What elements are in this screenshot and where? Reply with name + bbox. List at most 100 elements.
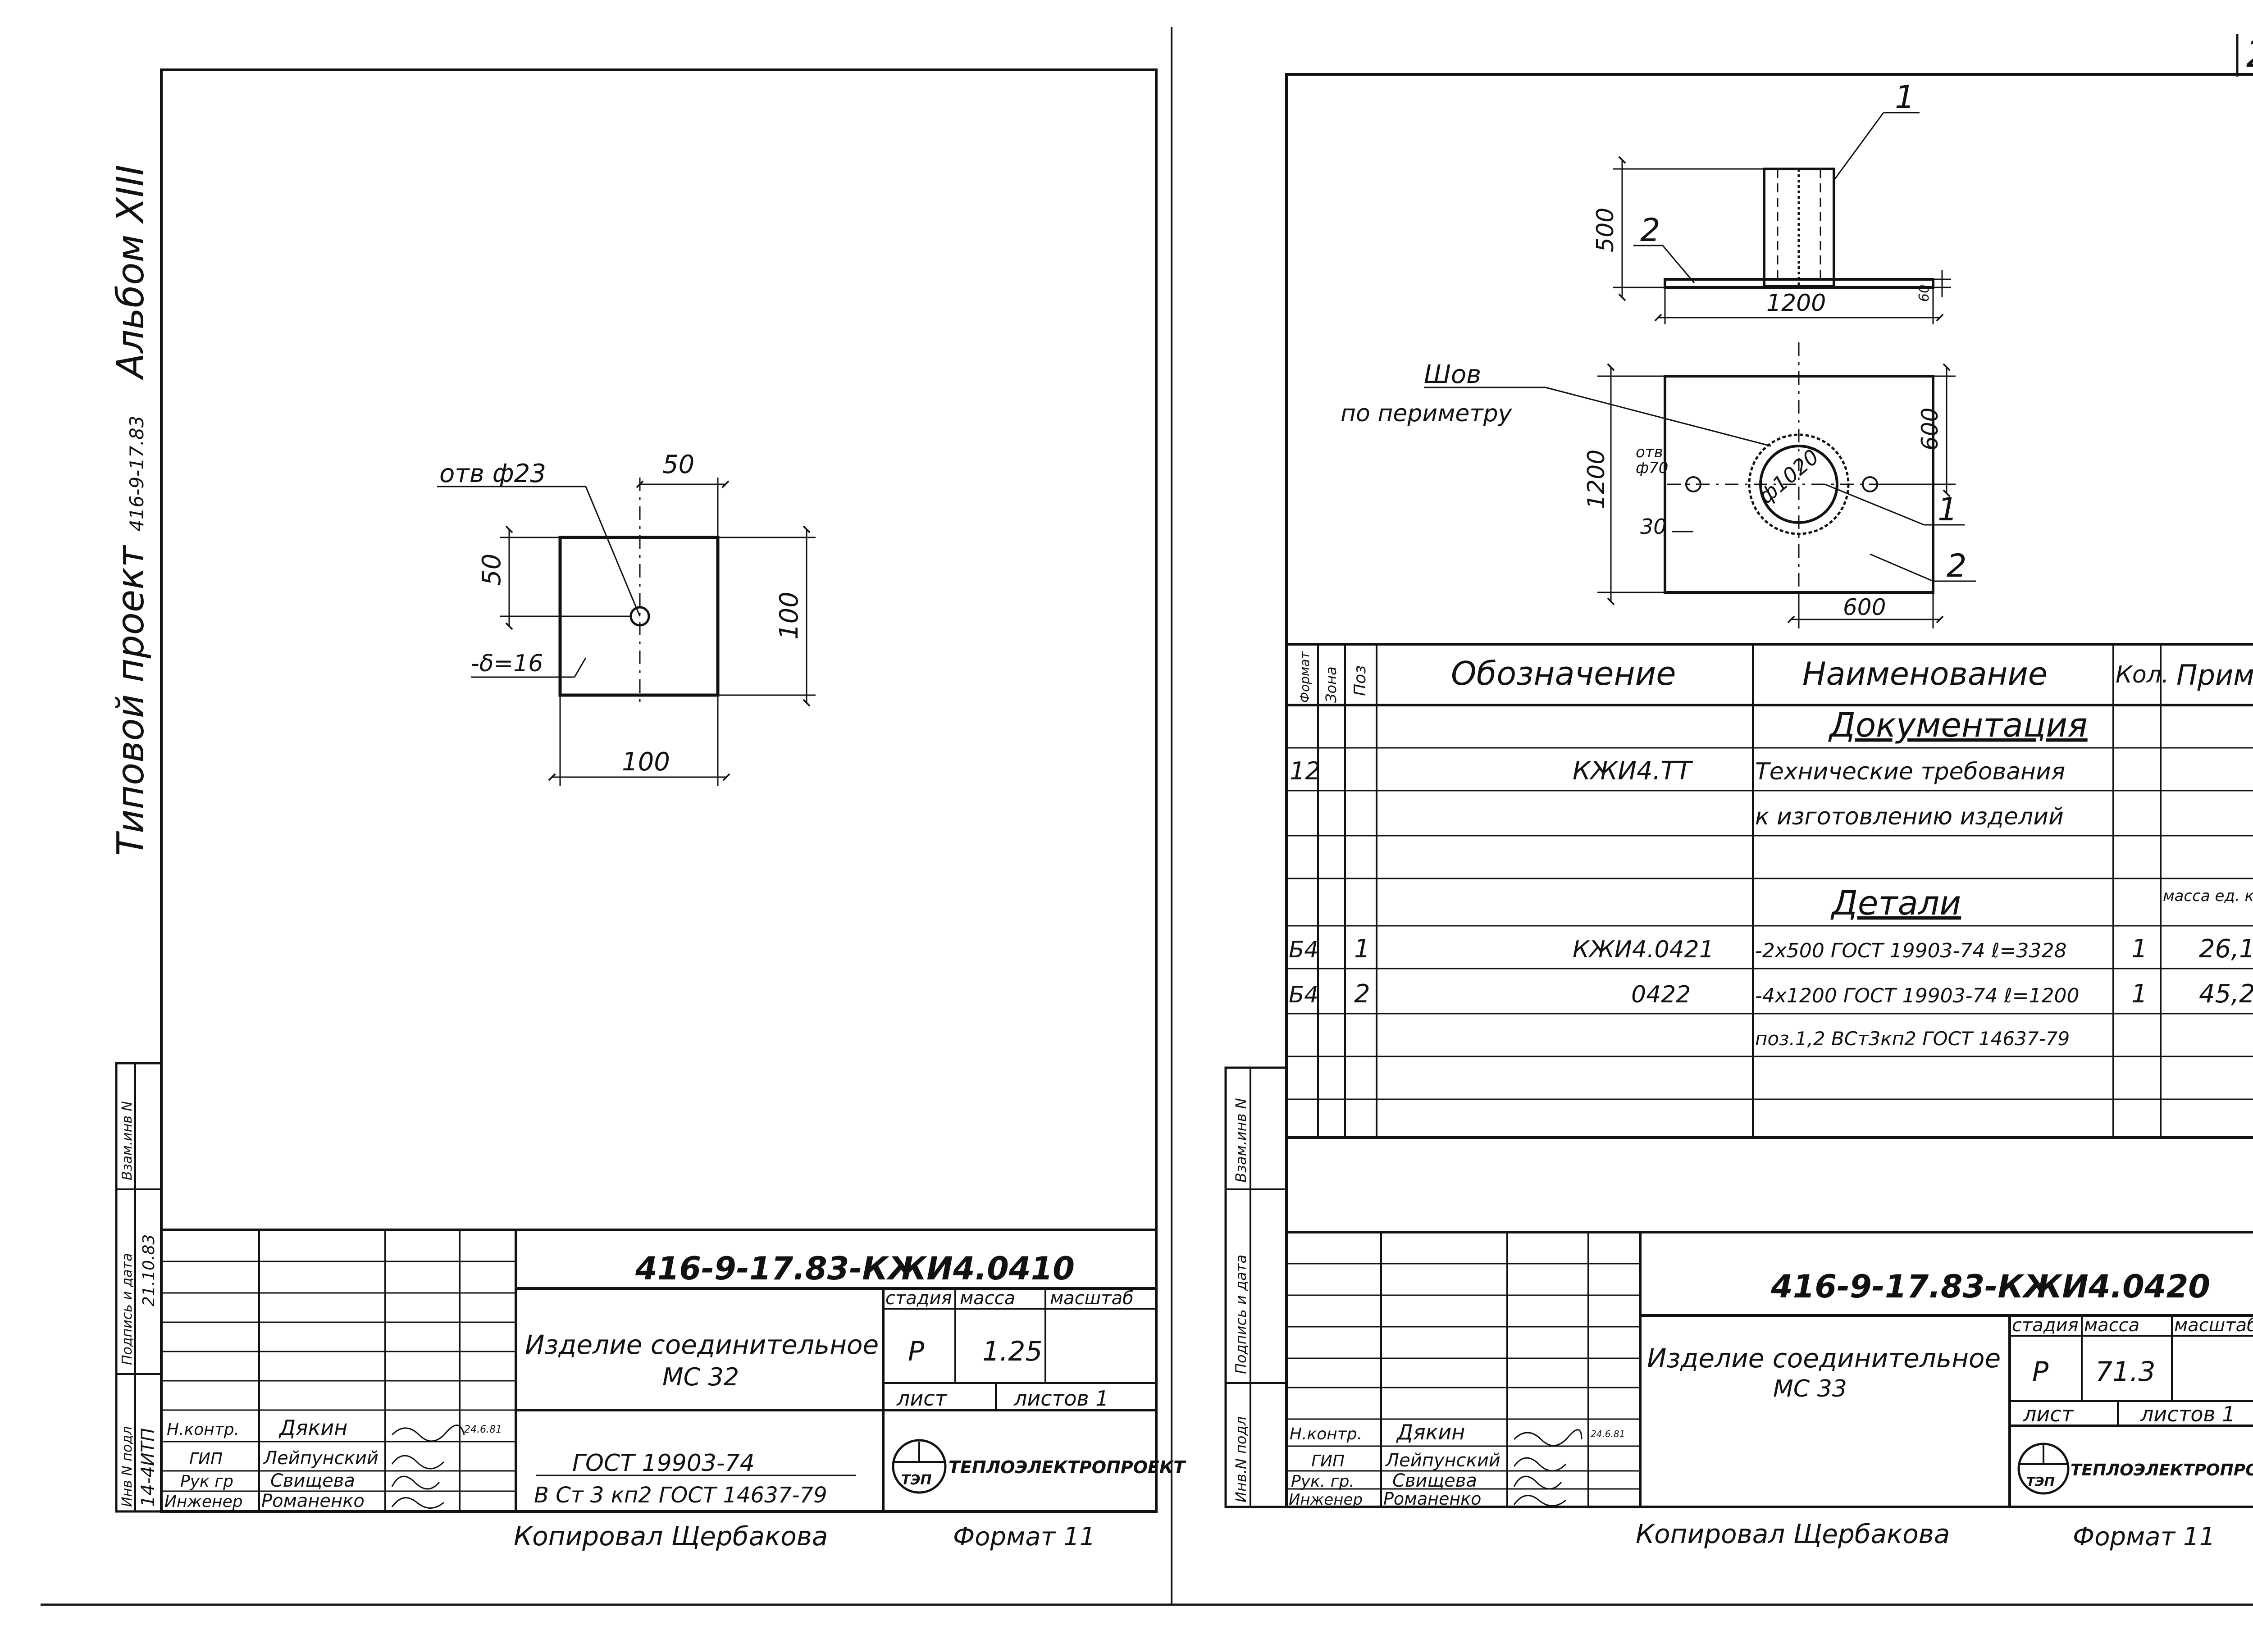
spec-col-format: Формат xyxy=(1297,651,1312,703)
right-plan-callout-2: 2 xyxy=(1947,547,1967,584)
right-sig-name-1: Лейпунский xyxy=(1385,1450,1500,1471)
left-title-block: Н.контр. Дякин 24.6.81 ГИП Лейпунский Ру… xyxy=(161,1229,1186,1552)
right-sheet: 500 60 1 2 1200 xyxy=(1224,73,2253,1552)
spec-part-1-qty: 1 xyxy=(2131,979,2148,1009)
right-diameter: ф1020 xyxy=(1754,445,1824,509)
right-sig-role-3: Инженер xyxy=(1289,1491,1363,1509)
right-sig-role-1: ГИП xyxy=(1311,1452,1345,1470)
right-hole-label-2: ф70 xyxy=(1636,459,1668,477)
right-dim-600-right: 600 xyxy=(1917,408,1943,451)
left-material-line2: В Ст 3 кп2 ГОСТ 14637-79 xyxy=(534,1483,827,1508)
spec-part-0-designation: КЖИ4.0421 xyxy=(1573,936,1714,963)
left-side-title-album: Альбом XIII xyxy=(109,165,152,381)
spec-col-designation: Обозначение xyxy=(1451,655,1676,692)
spec-col-name: Наименование xyxy=(1802,655,2048,692)
spec-col-note: Прим. xyxy=(2176,659,2253,692)
spec-part-1-name: -4х1200 ГОСТ 19903-74 ℓ=1200 xyxy=(1755,984,2079,1007)
right-dim-60: 60 xyxy=(1916,285,1932,302)
left-strip-inv: Инв N подл xyxy=(119,1426,135,1507)
left-sig-role-1: ГИП xyxy=(189,1450,223,1468)
right-plan-callout-1: 1 xyxy=(1938,491,1958,528)
spec-part-1-designation: 0422 xyxy=(1631,981,1691,1008)
right-sig-name-0: Дякин xyxy=(1396,1420,1465,1444)
spec-doc-name-2: к изготовлению изделий xyxy=(1755,803,2064,830)
spec-section-docs: Документация xyxy=(1828,706,2088,745)
left-sig-name-2: Свищева xyxy=(270,1470,355,1491)
right-stamp-strip: Взам.инв N Подпись и дата Инв.N подл xyxy=(1224,1066,1288,1508)
spec-part-0-qty: 1 xyxy=(2131,934,2148,964)
left-hdr-stage: стадия xyxy=(885,1288,952,1309)
right-strip-inv: Инв.N подл xyxy=(1232,1416,1250,1502)
spec-doc-name-1: Технические требования xyxy=(1755,758,2065,785)
right-sheets-label: листов 1 xyxy=(2140,1402,2235,1426)
left-dim-bottom: 100 xyxy=(622,747,670,777)
left-mass: 1.25 xyxy=(982,1336,1043,1367)
left-thickness: -δ=16 xyxy=(471,650,543,677)
left-org-logo xyxy=(892,1439,947,1494)
left-org-name: ТЕПЛОЭЛЕКТРОПРОЕКТ xyxy=(949,1457,1186,1477)
left-stamp-strip: Взам.инв N Подпись и дата 21.10.83 Инв N… xyxy=(115,1062,163,1513)
spec-part-0-format: Б4 xyxy=(1289,937,1318,963)
right-elevation-view: 500 60 1 2 1200 xyxy=(1592,79,1951,324)
spec-part-0-name: -2х500 ГОСТ 19903-74 ℓ=3328 xyxy=(1755,939,2066,962)
spec-material-note: поз.1,2 ВСт3кп2 ГОСТ 14637-79 xyxy=(1755,1028,2070,1050)
left-dim-left: 50 xyxy=(477,554,506,586)
left-designation: 416-9-17.83-КЖИ4.0410 xyxy=(635,1250,1075,1287)
right-stage: Р xyxy=(2032,1356,2049,1388)
left-dim-right: 100 xyxy=(775,592,804,640)
right-dim-1200-top: 1200 xyxy=(1766,290,1826,317)
left-part-drawing: отв ф23 50 50 100 100 -δ=16 xyxy=(437,450,816,786)
left-strip-podpis-value: 21.10.83 xyxy=(140,1234,158,1306)
right-dim-1200-side: 1200 xyxy=(1583,450,1610,509)
left-sig-name-3: Романенко xyxy=(261,1491,365,1511)
left-sig-name-0: Дякин xyxy=(278,1415,347,1440)
left-hdr-mass: масса xyxy=(960,1288,1015,1309)
spec-mass-note: масса ед. кг xyxy=(2163,887,2253,905)
left-hdr-scale: масштаб xyxy=(1050,1288,1134,1309)
left-name-line2: МС 32 xyxy=(662,1363,739,1391)
right-org-logo xyxy=(2017,1443,2070,1495)
left-strip-podpis: Подпись и дата xyxy=(119,1253,135,1365)
right-weld-2: по периметру xyxy=(1341,400,1513,427)
right-format: Формат 11 xyxy=(2073,1522,2215,1552)
right-logo-text: ТЭП xyxy=(2026,1474,2055,1489)
left-sheet: Типовой проект 416-9-17.83 Альбом XIII о… xyxy=(109,68,1186,1552)
right-callout-2: 2 xyxy=(1640,212,1660,249)
left-sig-role-0: Н.контр. xyxy=(167,1420,239,1439)
spec-col-pos: Поз xyxy=(1351,665,1369,696)
right-sig-role-2: Рук. гр. xyxy=(1291,1472,1355,1491)
page-number: 26 xyxy=(2246,33,2253,76)
left-strip-vzam: Взам.инв N xyxy=(119,1101,135,1180)
right-hdr-stage: стадия xyxy=(2012,1315,2079,1336)
spec-part-1-format: Б4 xyxy=(1289,982,1318,1008)
right-org-name: ТЕПЛОЭЛЕКТРОПРОЕКТ xyxy=(2071,1461,2253,1479)
right-strip-vzam: Взам.инв N xyxy=(1232,1098,1250,1183)
right-weld-1: Шов xyxy=(1424,360,1481,389)
left-name-line1: Изделие соединительное xyxy=(525,1329,879,1360)
spec-part-1-pos: 2 xyxy=(1354,979,1370,1009)
left-sig-date-0: 24.6.81 xyxy=(464,1424,502,1435)
left-copied: Копировал Щербакова xyxy=(514,1521,828,1552)
right-hdr-mass: масса xyxy=(2084,1315,2139,1336)
left-sheets-label: листов 1 xyxy=(1013,1386,1109,1411)
left-format: Формат 11 xyxy=(953,1522,1095,1552)
right-hdr-scale: масштаб xyxy=(2174,1315,2253,1336)
spec-part-0-note: 26,1 xyxy=(2199,934,2253,964)
left-stage: Р xyxy=(908,1336,925,1367)
right-title-block: Н.контр. Дякин 24.6.81 ГИП Лейпунский Ру… xyxy=(1286,1231,2253,1552)
left-sig-role-3: Инженер xyxy=(164,1493,243,1511)
spec-col-zone: Зона xyxy=(1323,666,1340,703)
left-sig-name-1: Лейпунский xyxy=(263,1448,379,1469)
left-side-title-main: Типовой проект xyxy=(109,545,152,856)
right-mass: 71.3 xyxy=(2095,1356,2156,1388)
right-name-line2: МС 33 xyxy=(1773,1375,1847,1402)
spec-table: Формат Зона Поз Обозначение Наименование… xyxy=(1286,643,2253,1139)
right-name-line1: Изделие соединительное xyxy=(1647,1343,2001,1374)
left-material-line1: ГОСТ 19903-74 xyxy=(572,1450,755,1477)
right-sig-role-0: Н.контр. xyxy=(1290,1425,1362,1443)
spec-part-1-note: 45,2 xyxy=(2199,979,2253,1009)
spec-doc-designation: КЖИ4.ТТ xyxy=(1573,756,1693,786)
right-dim-30: 30 xyxy=(1640,514,1667,539)
left-sheet-label: лист xyxy=(896,1386,948,1411)
